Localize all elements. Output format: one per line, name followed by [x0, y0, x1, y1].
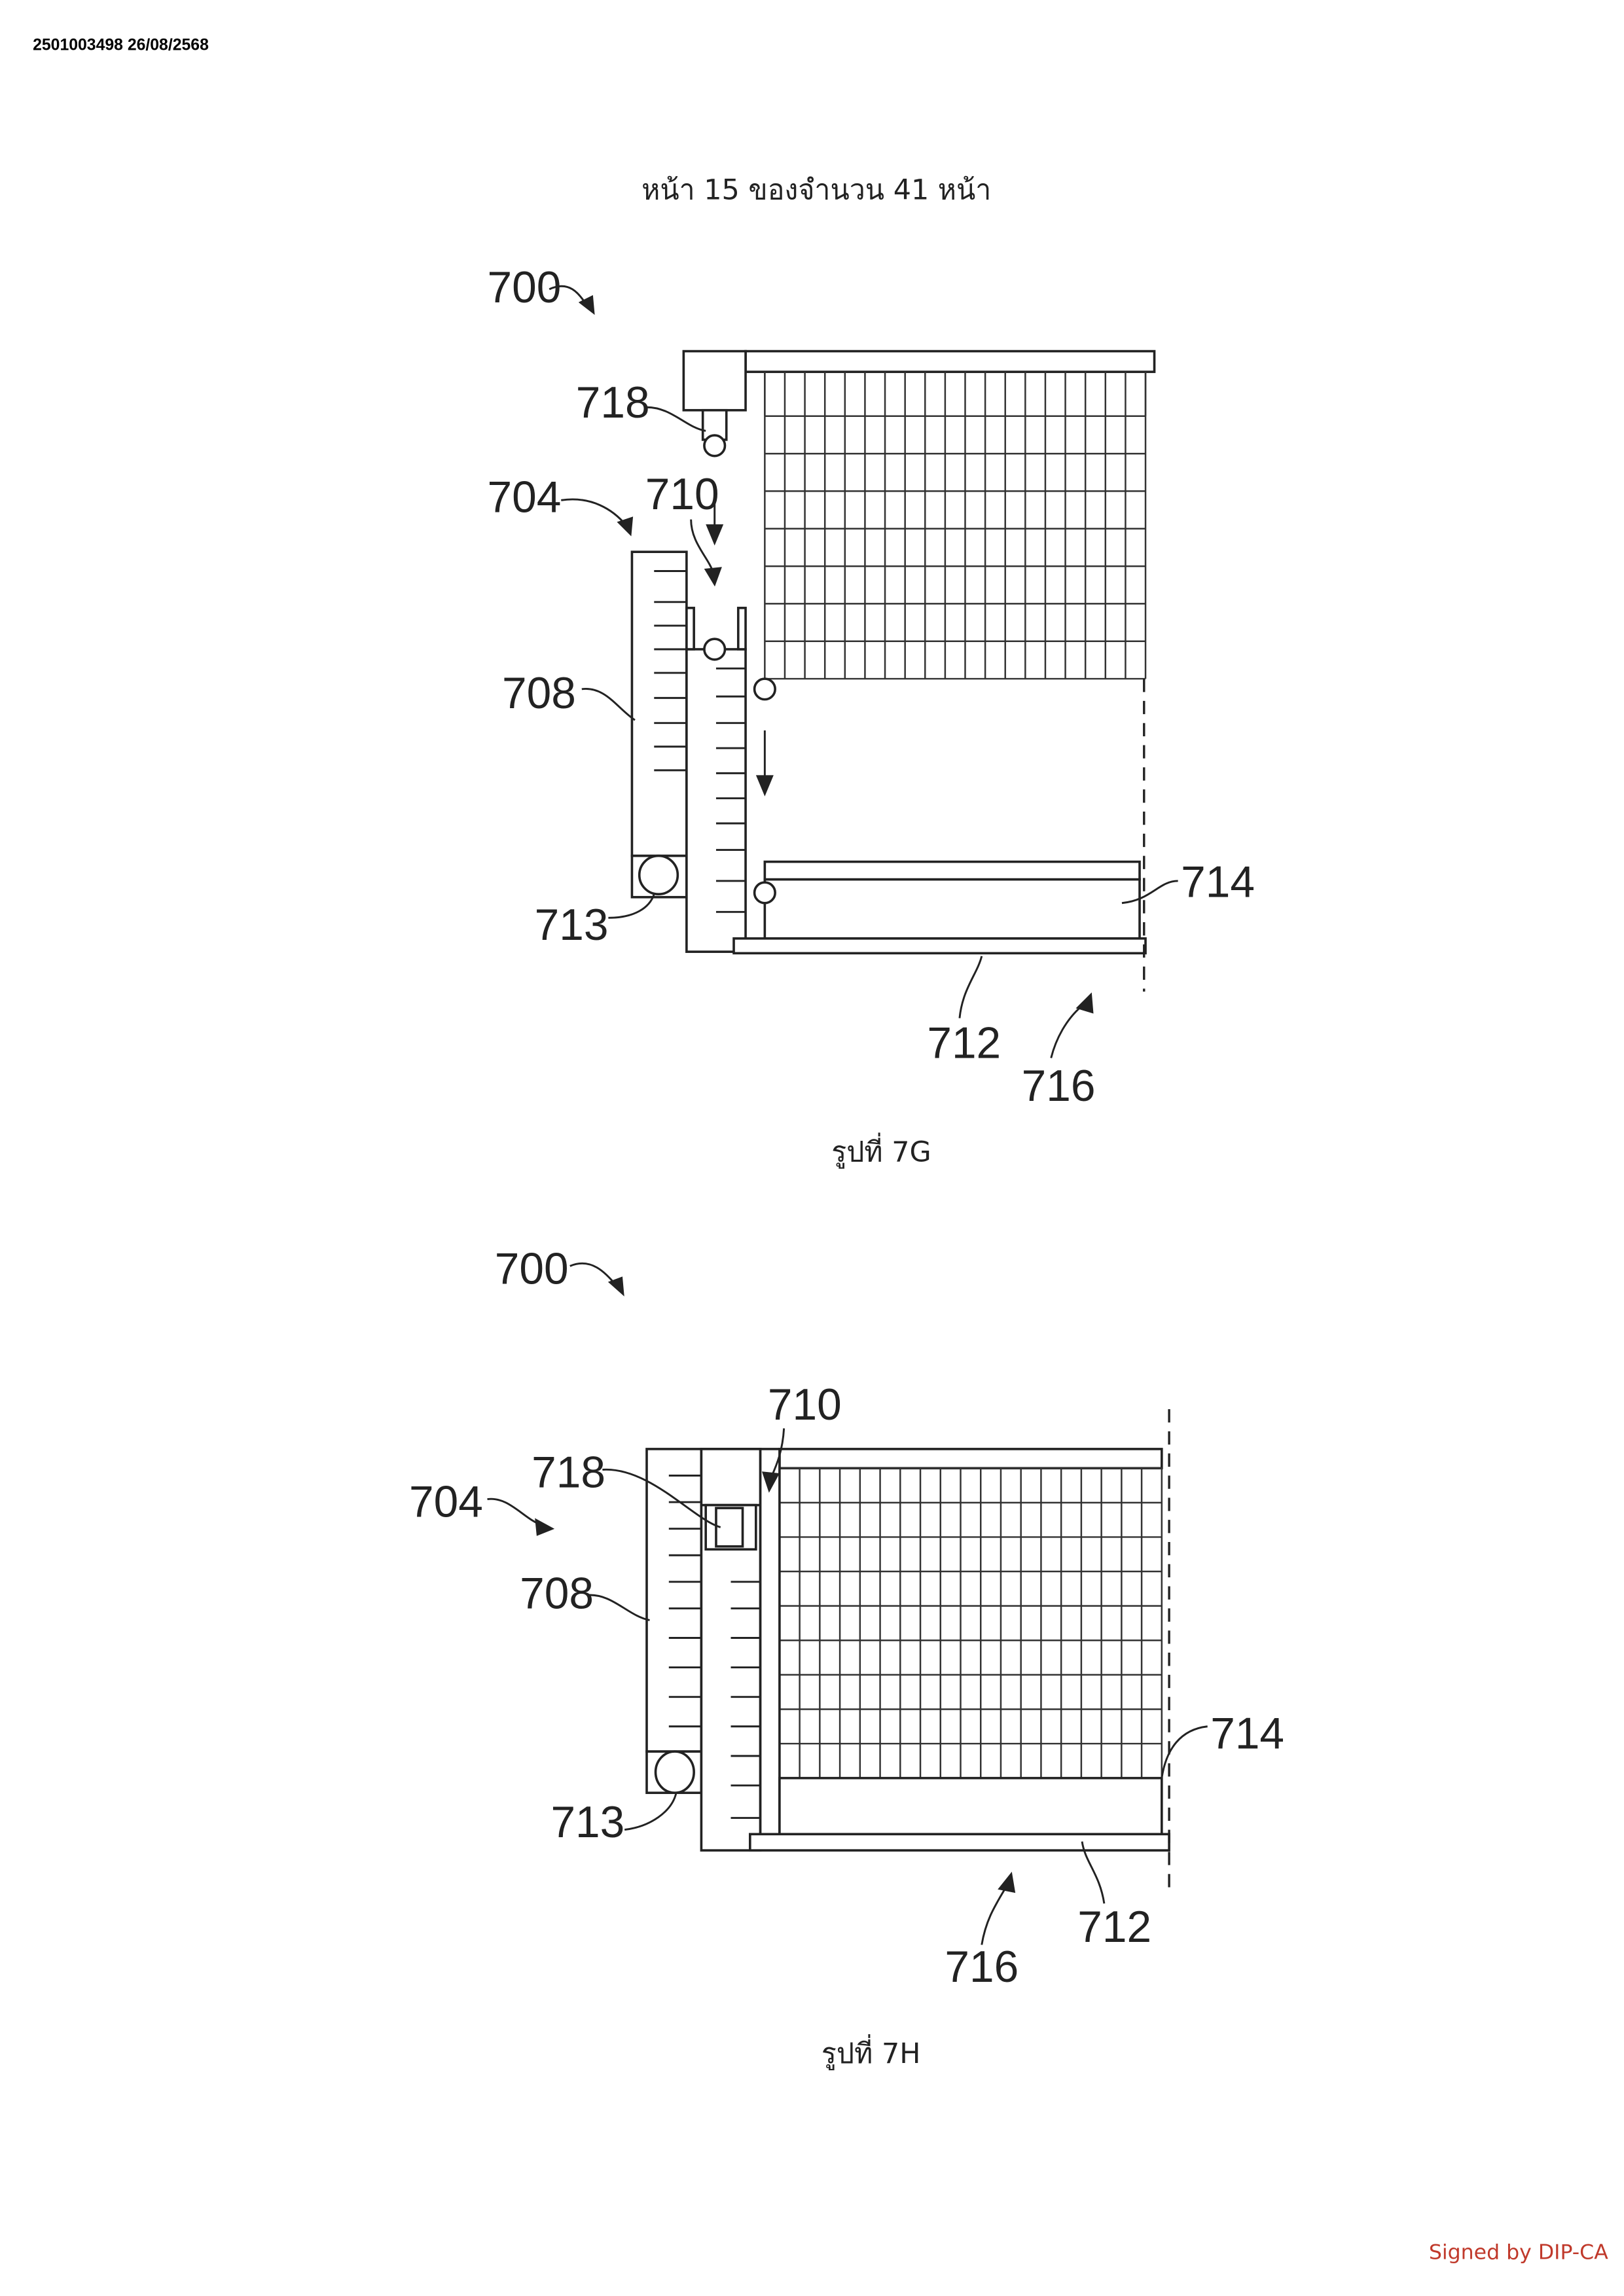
- label-718: 718: [576, 378, 650, 427]
- label-708: 708: [502, 669, 576, 718]
- digital-signature: Signed by DIP-CA: [1429, 2241, 1608, 2265]
- label-713: 713: [535, 901, 609, 950]
- label-700: 700: [495, 1244, 569, 1293]
- figure-7g: 700 718 704 710 708 713 714 712 716 รูปท…: [488, 263, 1255, 1169]
- label-704: 704: [409, 1478, 483, 1527]
- arrows: [487, 1262, 1208, 1945]
- transfer-item: [703, 637, 727, 661]
- figure-7h: 700 710 718 704 708 713 714 712 716 รูปท…: [409, 1244, 1284, 2070]
- base-712: [732, 937, 1147, 955]
- wall: [759, 1448, 781, 1837]
- label-708: 708: [520, 1569, 594, 1618]
- label-714: 714: [1210, 1710, 1284, 1759]
- label-712: 712: [1077, 1903, 1151, 1952]
- roller-713: [638, 854, 679, 896]
- base-712: [749, 1833, 1170, 1852]
- pivot: [753, 677, 776, 701]
- label-718: 718: [532, 1448, 605, 1498]
- top-rail: [744, 350, 1156, 373]
- storage-grid: [778, 1467, 1163, 1779]
- figure-caption: รูปที่ 7H: [821, 2034, 921, 2071]
- page-title: หน้า 15 ของจำนวน 41 หน้า: [641, 173, 991, 206]
- label-712: 712: [927, 1018, 1001, 1067]
- column-708: [645, 1448, 703, 1753]
- label-704: 704: [488, 473, 562, 522]
- label-716: 716: [945, 1943, 1019, 1992]
- top-rail: [778, 1448, 1163, 1470]
- storage-grid: [764, 372, 1147, 680]
- tray-714: [778, 1776, 1163, 1836]
- figure-caption: รูปที่ 7G: [831, 1132, 931, 1169]
- label-713: 713: [550, 1798, 624, 1847]
- label-710: 710: [768, 1380, 842, 1429]
- label-710: 710: [645, 470, 719, 519]
- tray-lid: [763, 860, 1141, 881]
- column-710: [685, 648, 747, 953]
- document-id: 2501003498 26/08/2568: [33, 37, 209, 54]
- tray-714: [763, 878, 1141, 940]
- gripper-housing: [682, 350, 747, 412]
- arrows: [549, 285, 1178, 1058]
- label-716: 716: [1022, 1062, 1096, 1111]
- held-item: [703, 434, 727, 457]
- label-714: 714: [1181, 858, 1255, 907]
- roller-713: [654, 1750, 695, 1795]
- column-708: [630, 550, 688, 857]
- label-700: 700: [488, 263, 562, 312]
